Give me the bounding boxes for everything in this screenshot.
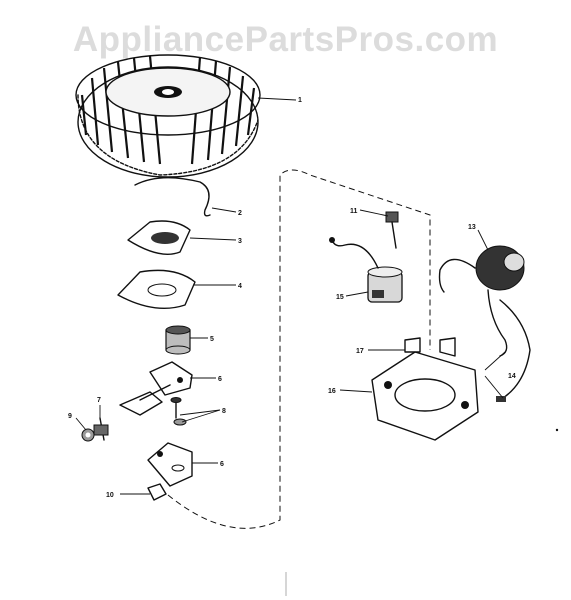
- callout-6-lower: 6: [220, 461, 224, 468]
- callout-11: 11: [350, 208, 358, 215]
- callout-13: 13: [468, 224, 476, 231]
- dashed-guide: [167, 169, 431, 529]
- callout-1: 1: [298, 97, 302, 104]
- callout-2: 2: [238, 210, 242, 217]
- screw-nut: [81, 417, 109, 442]
- stator-plate: [371, 337, 479, 441]
- bushing: [165, 325, 191, 355]
- lead-wire: [499, 299, 531, 401]
- screw-washer: [170, 397, 187, 426]
- callout-4: 4: [238, 283, 242, 290]
- callout-10: 10: [106, 492, 114, 499]
- breaker-cover: [127, 220, 191, 255]
- gasket: [117, 269, 196, 310]
- callout-14: 14: [508, 373, 516, 380]
- callout-5: 5: [210, 336, 214, 343]
- callout-8: 8: [222, 408, 226, 415]
- mount-plate: [147, 442, 193, 487]
- bolt: [385, 211, 399, 249]
- ignition-coil: [438, 245, 525, 357]
- callout-7: 7: [97, 397, 101, 404]
- watermark: AppliancePartsPros.com: [72, 20, 499, 59]
- callout-16: 16: [328, 388, 336, 395]
- flywheel: [75, 54, 261, 178]
- breaker-points: [119, 361, 193, 416]
- dust-cover: [147, 483, 167, 501]
- callouts: 1 2 3 4 5 6 7 8 9 6 10 11 13 14 15 17 16: [68, 97, 516, 499]
- leader-lines: [75, 97, 506, 495]
- callout-6: 6: [218, 376, 222, 383]
- condenser: [329, 237, 403, 303]
- callout-17: 17: [356, 348, 364, 355]
- callout-3: 3: [238, 238, 242, 245]
- callout-9: 9: [68, 413, 72, 420]
- callout-15: 15: [336, 294, 344, 301]
- spring-clip: [134, 176, 211, 217]
